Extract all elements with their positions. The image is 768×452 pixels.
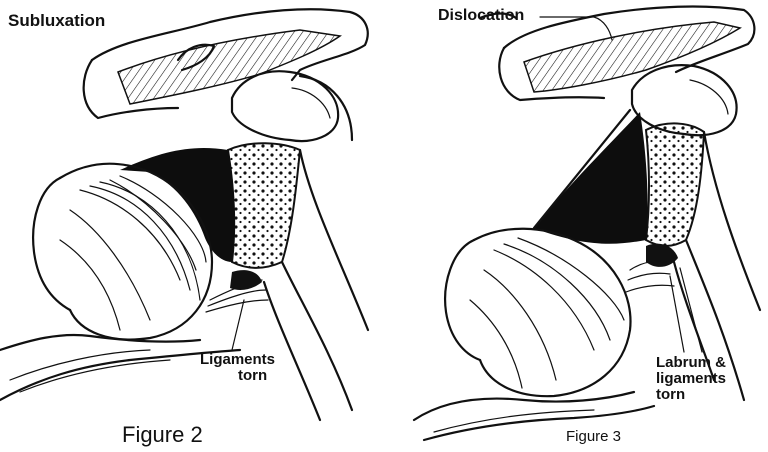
figure-2-title: Subluxation (8, 12, 105, 30)
humeral-head (445, 229, 630, 396)
figure-2-caption: Figure 2 (122, 422, 203, 448)
joint-space (534, 112, 648, 244)
subluxation-illustration (0, 0, 384, 452)
ligaments-leader-line (232, 300, 244, 350)
annotation-line: ligaments (656, 371, 726, 387)
glenoid (228, 143, 300, 268)
acromion (84, 9, 368, 118)
torn-ligaments (206, 270, 268, 312)
figure-2-annotation: Ligaments torn (200, 352, 275, 384)
figure-3-caption: Figure 3 (566, 428, 621, 445)
labrum-leader-line (680, 268, 702, 352)
torn-labrum-ligaments (626, 244, 678, 292)
annotation-line: Labrum & (656, 355, 726, 371)
figure-3-panel: Dislocation Labrum & ligaments torn Figu… (384, 0, 768, 452)
annotation-line: Ligaments (200, 352, 275, 368)
coracoid-process (232, 71, 352, 141)
annotation-line: torn (656, 387, 726, 403)
figure-2-panel: Subluxation Ligaments torn Figure 2 (0, 0, 384, 452)
figure-3-title: Dislocation (438, 8, 524, 25)
joint-space (120, 148, 235, 262)
glenoid (646, 123, 704, 246)
annotation-line: torn (200, 368, 275, 384)
figure-3-annotation: Labrum & ligaments torn (656, 355, 726, 402)
